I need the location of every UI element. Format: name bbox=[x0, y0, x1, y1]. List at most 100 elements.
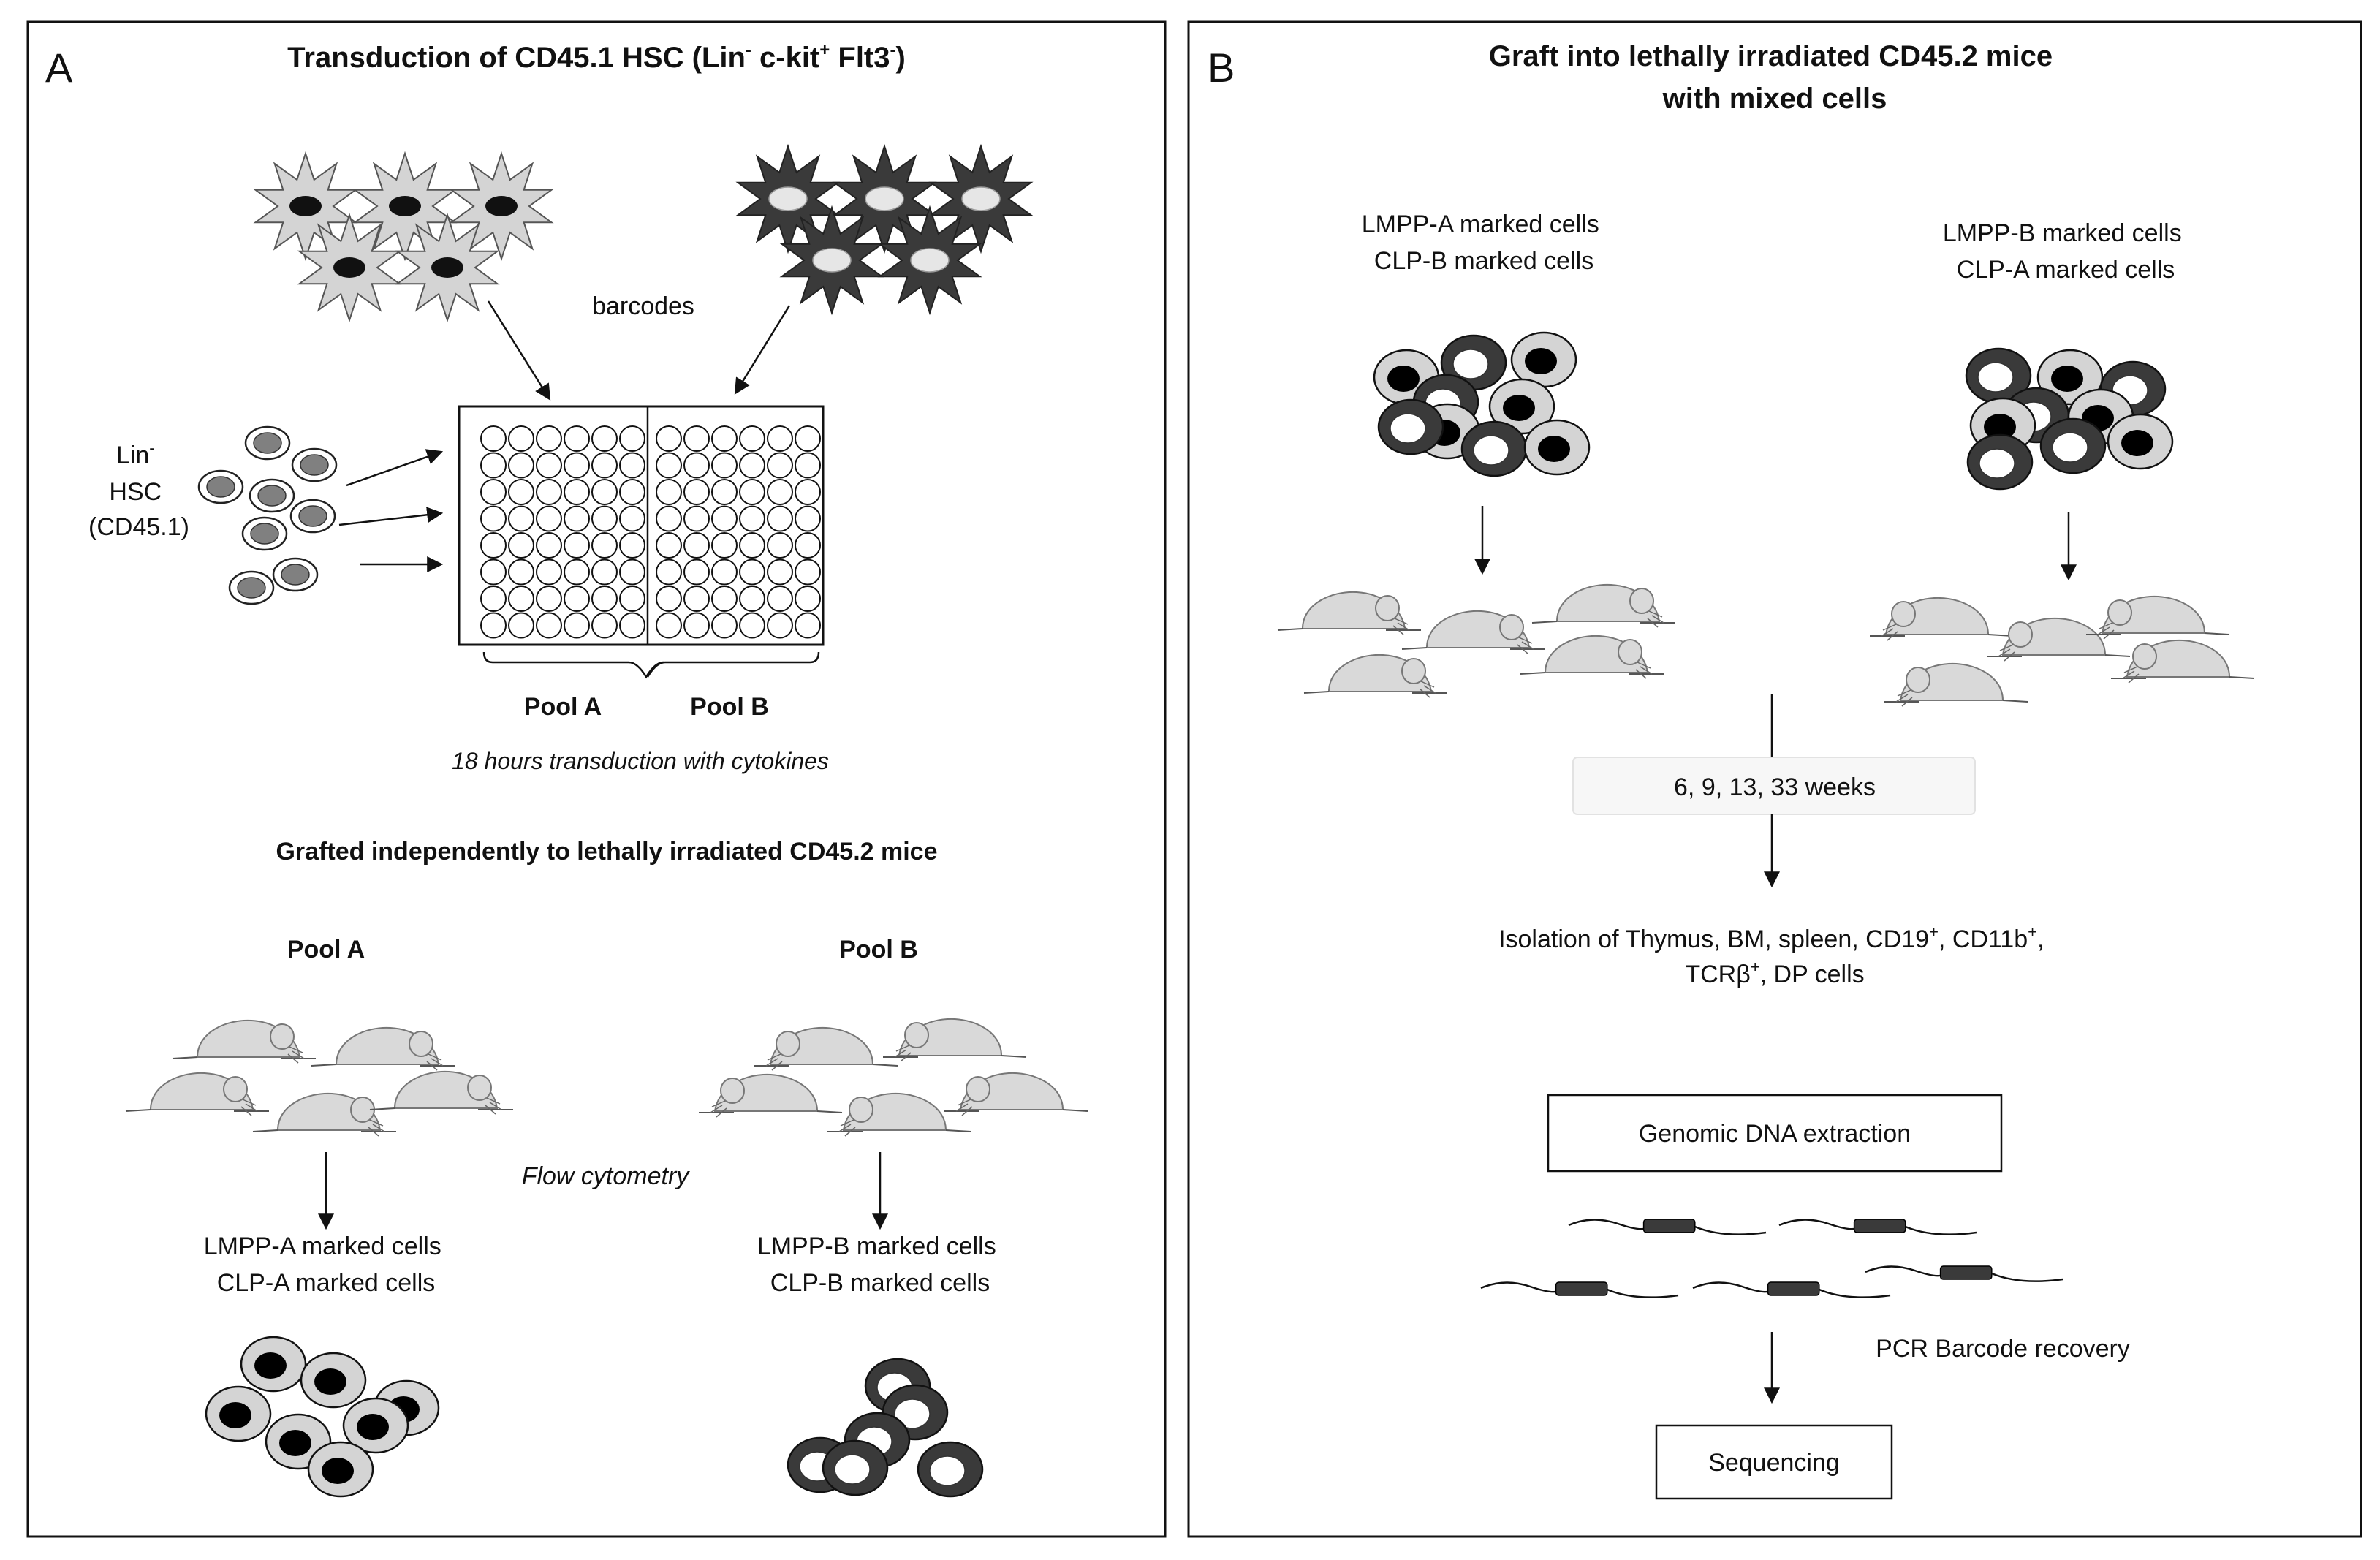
mouse-whiskers bbox=[838, 1119, 856, 1137]
dna-strand bbox=[1905, 1225, 1977, 1235]
virus-nucleus bbox=[812, 248, 852, 273]
plate-well bbox=[683, 586, 710, 612]
hsc-nucleus bbox=[298, 505, 327, 527]
mouse-icon bbox=[1303, 654, 1447, 698]
mouse-tail bbox=[1401, 647, 1428, 650]
mouse-icon bbox=[1520, 635, 1664, 679]
hsc-nucleus bbox=[300, 454, 329, 476]
mouse-tail bbox=[816, 1110, 843, 1113]
plate-well bbox=[683, 452, 710, 479]
cell-nucleus-white bbox=[1452, 349, 1489, 379]
plate-well bbox=[619, 586, 645, 612]
mice-pool-a bbox=[125, 1019, 513, 1137]
plate-well bbox=[564, 452, 590, 479]
plate-well bbox=[656, 425, 682, 452]
mouse-whiskers bbox=[1392, 618, 1410, 635]
mouse-icon bbox=[1277, 591, 1421, 635]
plate-well bbox=[795, 452, 821, 479]
mouse-icon bbox=[883, 1018, 1027, 1062]
plate-well bbox=[480, 532, 507, 559]
plate-well bbox=[795, 586, 821, 612]
mouse-icon bbox=[1987, 617, 2131, 662]
plate-well bbox=[767, 586, 793, 612]
cell-nucleus-white bbox=[894, 1398, 931, 1429]
cell-nucleus-black bbox=[1525, 348, 1557, 374]
mouse-whiskers bbox=[1895, 689, 1913, 707]
arrow-light-stars-to-plate bbox=[487, 300, 551, 401]
plate-well bbox=[480, 586, 507, 612]
plate-well bbox=[711, 505, 738, 532]
plate-well bbox=[767, 505, 793, 532]
pool-a-brace bbox=[482, 651, 664, 679]
cell-nucleus-black bbox=[1503, 395, 1535, 421]
pool-b-marked-cells: LMPP-B marked cells CLP-B marked cells bbox=[757, 1233, 1003, 1297]
cell-nucleus-black bbox=[1984, 414, 2016, 440]
mice-pool-b bbox=[699, 1018, 1088, 1137]
lin-hsc-label: Lin- HSC (CD45.1) bbox=[88, 431, 189, 541]
mouse-ear bbox=[1375, 595, 1400, 621]
cell-nucleus-black bbox=[2121, 430, 2153, 456]
virus-nucleus bbox=[485, 196, 518, 216]
mixed-cluster-left bbox=[1373, 331, 1591, 477]
cell-nucleus-black bbox=[314, 1368, 346, 1395]
plate-well bbox=[536, 452, 562, 479]
plate-well bbox=[767, 532, 793, 559]
mixed-cluster-right bbox=[1965, 347, 2174, 491]
cell-nucleus-black bbox=[219, 1402, 251, 1428]
plate-well bbox=[683, 532, 710, 559]
panel-a-letter: A bbox=[45, 45, 73, 91]
pool-a-label: Pool A bbox=[524, 693, 602, 721]
cell-nucleus-black bbox=[2051, 366, 2083, 392]
plate-well bbox=[508, 559, 534, 586]
plate-well bbox=[656, 452, 682, 479]
mouse-tail bbox=[2229, 676, 2255, 679]
mouse-icon bbox=[1870, 597, 2014, 641]
plate-well bbox=[536, 586, 562, 612]
cell-nucleus-black bbox=[357, 1414, 389, 1440]
plate-well bbox=[711, 559, 738, 586]
genomic-dna-label: Genomic DNA extraction bbox=[1639, 1120, 1911, 1148]
plate-well bbox=[619, 559, 645, 586]
panel-a-frame bbox=[26, 20, 1167, 1538]
mouse-whiskers bbox=[894, 1045, 912, 1062]
plate-well bbox=[591, 505, 618, 532]
mouse-ear bbox=[904, 1022, 929, 1048]
virus-nucleus bbox=[910, 248, 950, 273]
mouse-whiskers bbox=[2122, 666, 2140, 684]
mouse-tail bbox=[1001, 1055, 1027, 1058]
plate-well bbox=[795, 425, 821, 452]
pool-b-cell-cluster bbox=[787, 1358, 984, 1498]
mouse-icon bbox=[172, 1019, 316, 1064]
mouse-ear bbox=[2008, 621, 2033, 648]
plate-well bbox=[656, 612, 682, 639]
plate-well bbox=[795, 559, 821, 586]
plate-well bbox=[480, 505, 507, 532]
plate-well bbox=[656, 586, 682, 612]
mouse-icon bbox=[754, 1026, 898, 1071]
mouse-ear bbox=[409, 1031, 433, 1057]
dna-strand bbox=[1480, 1281, 1561, 1293]
plate-well bbox=[683, 612, 710, 639]
plate-well bbox=[656, 532, 682, 559]
mouse-whiskers bbox=[765, 1053, 783, 1071]
mouse-tail bbox=[945, 1129, 971, 1132]
mouse-ear bbox=[2132, 643, 2157, 670]
plate-well bbox=[619, 425, 645, 452]
barcode-insert bbox=[1642, 1219, 1696, 1233]
mouse-ear bbox=[467, 1075, 492, 1101]
mouse-whiskers bbox=[368, 1119, 385, 1137]
mouse-whiskers bbox=[485, 1097, 502, 1115]
mouse-ear bbox=[223, 1076, 248, 1102]
isolation-text: Isolation of Thymus, BM, spleen, CD19+, … bbox=[1498, 923, 2051, 988]
arrow-hsc-to-plate-2 bbox=[338, 507, 444, 526]
plate-well bbox=[591, 479, 618, 505]
plate-well bbox=[564, 559, 590, 586]
plate-well bbox=[739, 532, 765, 559]
mouse-ear bbox=[1891, 601, 1916, 627]
plate-well bbox=[508, 612, 534, 639]
barcode-virus-stars-dark bbox=[735, 143, 1034, 316]
mouse-ear bbox=[720, 1078, 745, 1104]
mouse-whiskers bbox=[1635, 662, 1653, 679]
panel-a-title: Transduction of CD45.1 HSC (Lin- c-kit+ … bbox=[287, 40, 906, 74]
pool-b-brace bbox=[646, 651, 820, 678]
